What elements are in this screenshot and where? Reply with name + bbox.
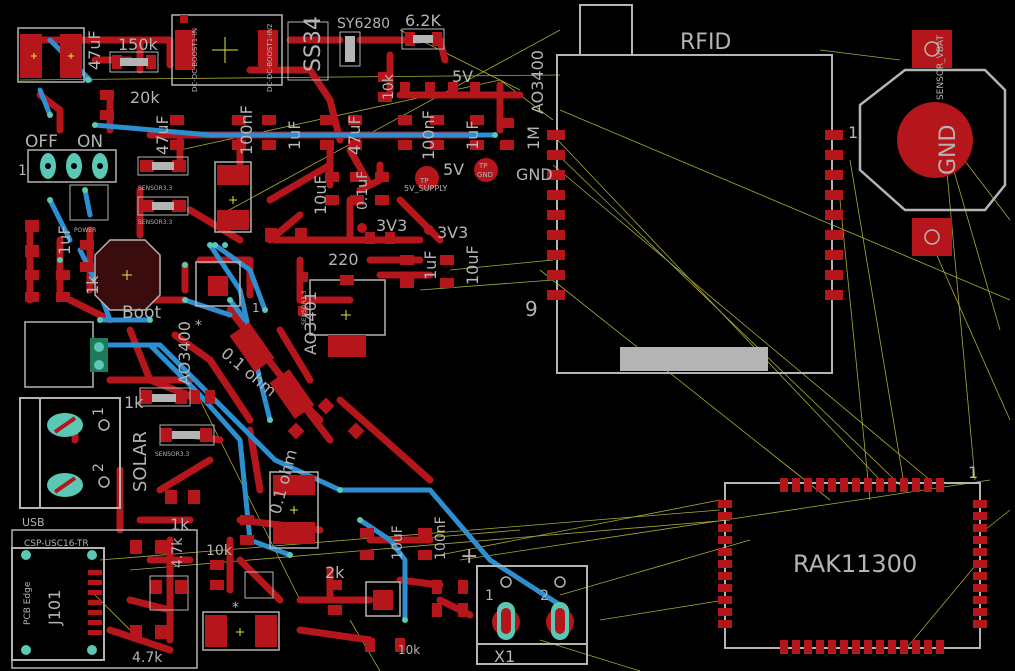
sensor-vbat-label: SENSOR_VBAT [936, 35, 946, 100]
label-gnd: GND [516, 165, 553, 184]
label-1k-a: 1k [124, 393, 144, 412]
label-ao3400-left: AO3400 [175, 321, 194, 385]
usb-part-label: CSP-USC16-TR [24, 539, 89, 549]
pcb-edge-label: PCB Edge [23, 581, 33, 625]
label-3v3-b: 3V3 [437, 223, 468, 242]
power-switch[interactable]: OFF ON 1 [18, 132, 117, 183]
label-47uf: 47uF [85, 30, 104, 70]
label-ao3400-top: AO3400 [528, 50, 547, 114]
label-6k2: 6.2K [405, 11, 441, 30]
label-10uf-c: 10uF [390, 525, 406, 560]
label-sensor-c: SENSOR3.3 [155, 451, 190, 458]
label-100nf-c: 100nF [433, 516, 449, 560]
solar-pin2-label: 2 [91, 463, 107, 472]
label-1uf-c: 1uF [421, 250, 440, 280]
label-20k: 20k [130, 88, 160, 107]
label-10k-top: 10k [381, 73, 397, 100]
label-4k7-b: 4.7k [132, 650, 163, 666]
tp-5v-name: 5V_SUPPLY [404, 184, 448, 193]
label-sensor-a: SENSOR3.3 [138, 185, 173, 192]
label-sy6280: SY6280 [337, 16, 390, 32]
rfid-pin9-label: 9 [525, 297, 538, 321]
rfid-pin1-label: 1 [848, 123, 858, 142]
solar-connector[interactable]: 1 2 SOLAR [19, 397, 151, 509]
label-boot: Boot [122, 303, 161, 323]
rak11300-bottom-pads [780, 640, 944, 654]
centroid-markers [31, 53, 351, 636]
label-220: 220 [328, 250, 359, 269]
test-points[interactable]: TP 5V_SUPPLY TP GND [357, 158, 498, 235]
label-47uf-b: 47uF [153, 115, 172, 155]
smd-parts [25, 15, 514, 652]
usb-connector[interactable]: USB CSP-USC16-TR J101 PCB Edge [11, 516, 198, 669]
label-one-b: 1 [252, 301, 260, 315]
label-10k-bot: 10k [398, 643, 420, 657]
label-10k-mid: 10k [206, 543, 233, 559]
label-star-b: * [232, 600, 239, 616]
x1-connector[interactable]: 1 2 X1 + [460, 544, 588, 666]
battery-gnd-label: GND [936, 125, 961, 175]
solar-label: SOLAR [130, 431, 151, 492]
label-3v3-a: 3V3 [376, 216, 407, 235]
j101-label: J101 [45, 590, 64, 626]
label-5v-b: 5V [443, 160, 464, 179]
switch-off-label: OFF [25, 132, 58, 152]
label-150k: 150k [118, 35, 159, 54]
x1-pin2-label: 2 [540, 588, 549, 604]
label-ao3401: AO3401 [301, 291, 320, 355]
label-1uf-left: 1uF [55, 225, 74, 255]
x1-pin1-label: 1 [485, 588, 494, 604]
rak11300-right-pads [973, 500, 987, 628]
label-1m: 1M [524, 126, 543, 150]
label-10uf-a: 10uF [311, 175, 330, 215]
label-100n-b: 100nF [419, 110, 438, 160]
label-47uf-c: 47uF [345, 115, 364, 155]
tp-gnd-label: TP [478, 162, 488, 170]
label-dc-boost-2: DC-DC-BOOST1-IN2 [266, 23, 274, 92]
rfid-right-pads [825, 130, 843, 300]
label-sensor-b: SENSOR3.3 [138, 219, 173, 226]
silkscreen-labels: SY6280 6.2K 150k 20k 5V 5V GND 3V3 3V3 2… [55, 11, 553, 666]
usb-label: USB [22, 516, 45, 529]
label-5v: 5V [452, 67, 473, 86]
label-2k: 2k [325, 563, 345, 582]
label-01uf: 0.1uF [355, 171, 371, 210]
vias [47, 77, 498, 623]
label-1k-c: 1k [170, 515, 190, 534]
solar-pin1-label: 1 [91, 407, 107, 416]
rfid-left-pads [547, 130, 565, 300]
rak11300-module[interactable]: RAK11300 1 [718, 463, 987, 654]
label-power: POWER [74, 227, 96, 234]
label-10uf-b: 10uF [463, 245, 482, 285]
x1-label: X1 [494, 647, 515, 666]
tp-5v-label: TP [419, 177, 429, 185]
label-4k7-a: 4.7k [170, 537, 186, 568]
label-1uf-b: 1uF [463, 120, 482, 150]
usb-signal-pads [88, 570, 102, 635]
rfid-label: RFID [680, 30, 731, 55]
rak11300-left-pads [718, 500, 732, 628]
label-1k-b: 1k [83, 275, 102, 295]
rfid-module[interactable]: RFID 1 9 [525, 4, 858, 374]
rak11300-pin1-label: 1 [968, 463, 978, 482]
label-ss34: SS34 [301, 16, 326, 72]
label-sensor-d: SENSOR3.3 [301, 290, 308, 325]
x1-plus-label: + [460, 544, 478, 569]
rak11300-label: RAK11300 [793, 550, 917, 578]
battery-holder[interactable]: GND SENSOR_VBAT [858, 30, 1007, 256]
tp-gnd-name: GND [477, 171, 493, 179]
switch-pin1-label: 1 [18, 163, 27, 179]
label-1uf-a: 1uF [285, 120, 304, 150]
usb-pads [21, 550, 97, 655]
label-dc-boost-1: DC-DC-BOOST1-IN [191, 28, 199, 92]
label-star-a: * [195, 318, 202, 334]
switch-on-label: ON [77, 132, 103, 152]
label-100nf: 100nF [237, 105, 256, 155]
rak11300-top-pads [780, 478, 944, 492]
